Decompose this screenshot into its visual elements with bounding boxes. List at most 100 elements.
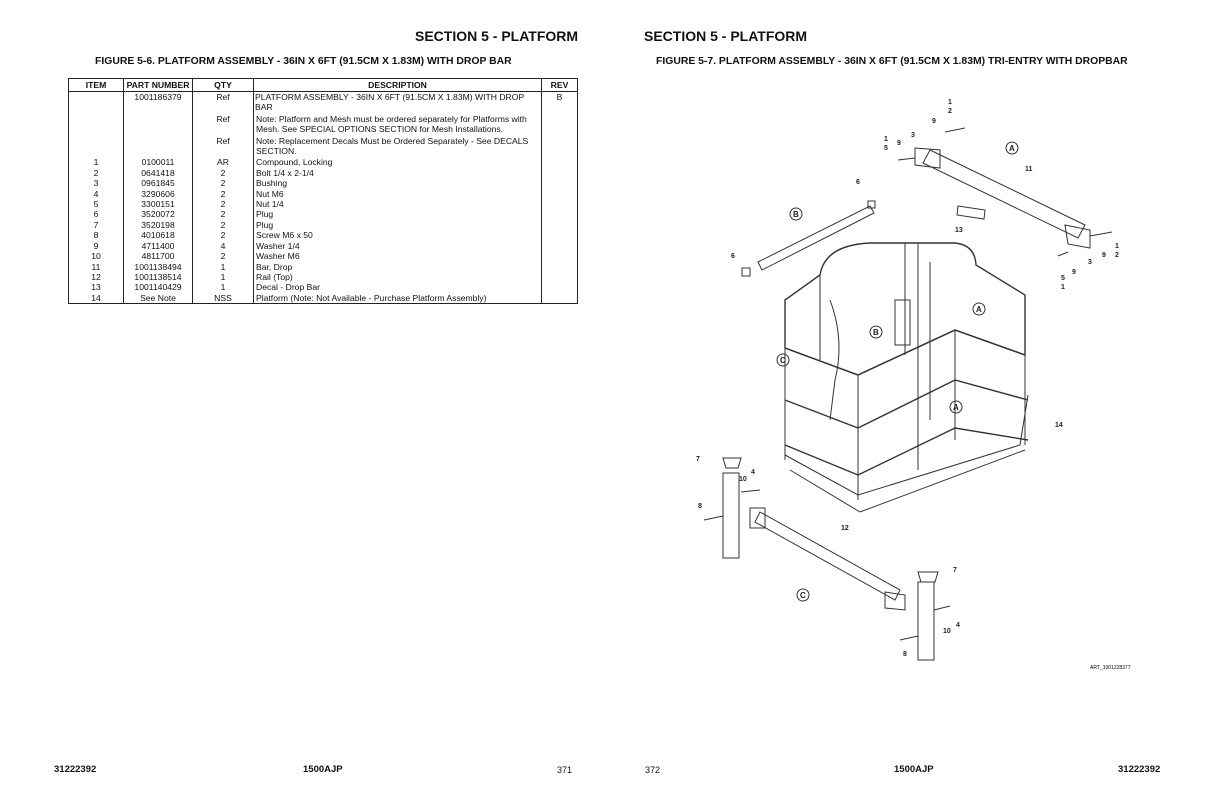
spacer-cell bbox=[541, 156, 578, 158]
callout-label: 9 bbox=[897, 140, 901, 147]
item-cell: 14 bbox=[68, 292, 124, 305]
description-cell: Note: Platform and Mesh must be ordered … bbox=[253, 113, 542, 135]
rev-cell bbox=[541, 251, 578, 262]
description-cell: Washer 1/4 bbox=[253, 240, 542, 252]
qty-cell: 2 bbox=[192, 219, 254, 231]
part-number-cell: 0641418 bbox=[123, 167, 193, 179]
callout-circle bbox=[776, 353, 790, 367]
callout-letter: B bbox=[793, 210, 799, 219]
qty-cell: 2 bbox=[192, 188, 254, 200]
posts-drawing bbox=[703, 457, 951, 661]
description-cell: Screw M6 x 50 bbox=[253, 230, 542, 241]
spacer-cell bbox=[541, 112, 578, 114]
row-spacer bbox=[68, 112, 578, 114]
item-cell bbox=[68, 91, 124, 113]
qty-cell: 2 bbox=[192, 167, 254, 179]
description-cell: Platform (Note: Not Available - Purchase… bbox=[253, 292, 542, 305]
description-cell: Nut 1/4 bbox=[253, 199, 542, 210]
qty-cell: Ref bbox=[192, 113, 254, 135]
item-cell: 10 bbox=[68, 251, 124, 262]
parts-table: ITEM PART NUMBER QTY DESCRIPTION REV 10 0… bbox=[68, 78, 578, 305]
decal-13-drawing bbox=[956, 205, 986, 220]
callout-label: 9 bbox=[1102, 252, 1106, 259]
callout-label: 6 bbox=[856, 179, 860, 186]
callout-circle bbox=[789, 207, 803, 221]
rev-cell bbox=[541, 199, 578, 210]
item-cell: 6 bbox=[68, 209, 124, 220]
left-footer-model: 1500AJP bbox=[303, 764, 343, 775]
callout-label: 5 bbox=[884, 145, 888, 152]
callout-label: 8 bbox=[698, 503, 702, 510]
callout-label: 9 bbox=[1072, 269, 1076, 276]
qty-cell: 1 bbox=[192, 282, 254, 293]
callout-label: 4 bbox=[956, 622, 960, 629]
callout-label: 8 bbox=[903, 651, 907, 658]
platform-basket-drawing bbox=[784, 242, 1029, 513]
rev-cell bbox=[541, 167, 578, 179]
callout-label: 5 bbox=[1061, 275, 1065, 282]
callout-letter: B bbox=[873, 328, 879, 337]
rev-cell bbox=[541, 188, 578, 200]
qty-cell: 2 bbox=[192, 251, 254, 262]
callout-label: 13 bbox=[955, 227, 963, 234]
qty-cell: 2 bbox=[192, 209, 254, 220]
rev-cell bbox=[541, 157, 578, 168]
description-cell: Washer M6 bbox=[253, 251, 542, 262]
callout-letter: C bbox=[780, 356, 786, 365]
callout-label: 1 bbox=[884, 136, 888, 143]
item-cell: 1 bbox=[68, 157, 124, 168]
rev-cell: B bbox=[541, 91, 578, 113]
part-number-cell: See Note bbox=[123, 292, 193, 305]
description-cell: Note: Replacement Decals Must be Ordered… bbox=[253, 135, 542, 157]
description-cell: Plug bbox=[253, 209, 542, 220]
item-cell: 5 bbox=[68, 199, 124, 210]
spacer-cell bbox=[541, 134, 578, 136]
description-cell: PLATFORM ASSEMBLY - 36IN X 6FT (91.5CM X… bbox=[253, 91, 542, 113]
right-footer-model: 1500AJP bbox=[894, 764, 934, 775]
description-cell: Bushing bbox=[253, 178, 542, 189]
top-rail-b-drawing bbox=[741, 200, 876, 277]
callout-label: 12 bbox=[841, 525, 849, 532]
drop-bar-11-drawing bbox=[897, 127, 1113, 257]
item-cell: 3 bbox=[68, 178, 124, 189]
right-section-title: SECTION 5 - PLATFORM bbox=[644, 28, 808, 44]
header-qty: QTY bbox=[192, 78, 254, 92]
callout-circle bbox=[796, 588, 810, 602]
callout-label: 7 bbox=[696, 456, 700, 463]
callout-label: 10 bbox=[943, 628, 951, 635]
rev-cell bbox=[541, 240, 578, 252]
qty-cell: 1 bbox=[192, 261, 254, 272]
item-cell: 4 bbox=[68, 188, 124, 200]
left-figure-title: FIGURE 5-6. PLATFORM ASSEMBLY - 36IN X 6… bbox=[95, 56, 512, 67]
left-footer-page-number: 371 bbox=[557, 765, 573, 775]
qty-cell: NSS bbox=[192, 292, 254, 305]
rev-cell bbox=[541, 178, 578, 189]
parts-table-header: ITEM PART NUMBER QTY DESCRIPTION REV bbox=[68, 78, 578, 92]
part-number-cell: 4711400 bbox=[123, 240, 193, 252]
rev-cell bbox=[541, 230, 578, 241]
rev-cell bbox=[541, 292, 578, 305]
item-cell: 2 bbox=[68, 167, 124, 179]
rev-cell bbox=[541, 219, 578, 231]
callout-label: 2 bbox=[948, 108, 952, 115]
description-cell: Decal - Drop Bar bbox=[253, 282, 542, 293]
item-cell bbox=[68, 135, 124, 157]
item-cell bbox=[68, 113, 124, 135]
callout-circle bbox=[949, 400, 963, 414]
left-footer-doc-number: 31222392 bbox=[54, 764, 97, 775]
rev-cell bbox=[541, 113, 578, 135]
part-number-cell bbox=[123, 113, 193, 135]
